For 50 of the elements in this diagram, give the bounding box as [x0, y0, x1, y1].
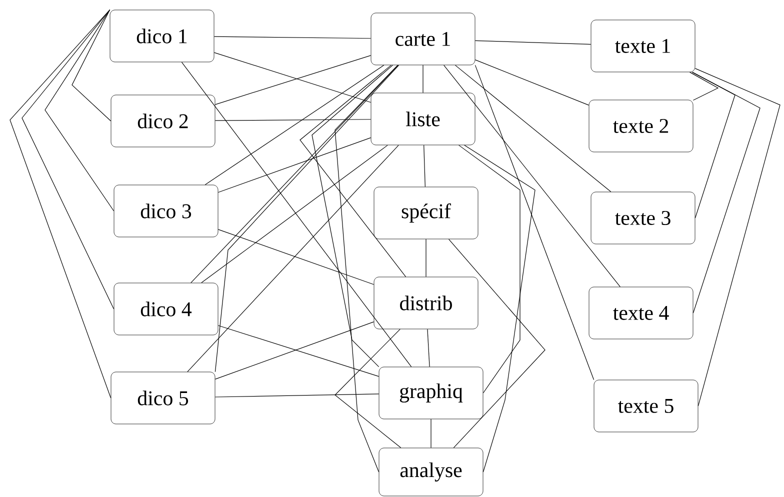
process-box: texte 3	[590, 192, 696, 244]
connector-line	[474, 64, 594, 380]
connector-line	[201, 144, 388, 284]
process-box: graphiq	[378, 366, 484, 420]
connector-line	[692, 72, 760, 314]
process-box: dico 3	[114, 184, 218, 238]
connector-line	[181, 62, 412, 368]
connector-line	[474, 40, 592, 45]
connector-line	[458, 144, 520, 394]
connector-line	[430, 418, 432, 448]
process-box: texte 2	[588, 100, 694, 152]
connector-line	[190, 64, 398, 284]
process-box: dico 2	[110, 94, 216, 148]
connector-line	[334, 328, 402, 448]
process-box: carte 1	[370, 12, 476, 66]
connector-line	[444, 64, 620, 288]
process-box: texte 1	[590, 20, 696, 72]
connector-line	[312, 64, 394, 368]
connector-line	[334, 64, 398, 472]
connector-line	[474, 59, 590, 106]
connector-line	[454, 64, 612, 192]
connector-line	[10, 9, 112, 398]
process-box: analyse	[378, 448, 484, 496]
process-box: dico 5	[110, 372, 216, 424]
process-box: dico 1	[110, 10, 214, 62]
connector-line	[214, 36, 372, 39]
connector-line	[692, 72, 736, 218]
connector-line	[218, 229, 374, 285]
process-box: texte 4	[588, 286, 694, 340]
process-box: texte 5	[594, 380, 698, 432]
process-box: liste	[370, 92, 476, 146]
connector-line	[448, 238, 546, 448]
connector-line	[214, 64, 400, 372]
process-box: spécif	[374, 186, 478, 240]
connector-line	[214, 119, 372, 121]
process-box: dico 4	[114, 282, 218, 336]
connector-line	[214, 394, 380, 398]
connector-line	[689, 72, 719, 101]
connector-line	[204, 64, 384, 186]
connector-line	[218, 137, 372, 193]
connector-line	[422, 64, 424, 94]
connector-line	[187, 144, 399, 372]
connector-line	[72, 9, 112, 122]
connector-line	[424, 144, 426, 188]
connector-line	[300, 64, 406, 278]
connector-line	[44, 9, 114, 212]
process-box: distrib	[374, 276, 478, 330]
connector-line	[694, 68, 780, 406]
connector-line	[464, 144, 536, 472]
connector-line	[427, 328, 430, 368]
